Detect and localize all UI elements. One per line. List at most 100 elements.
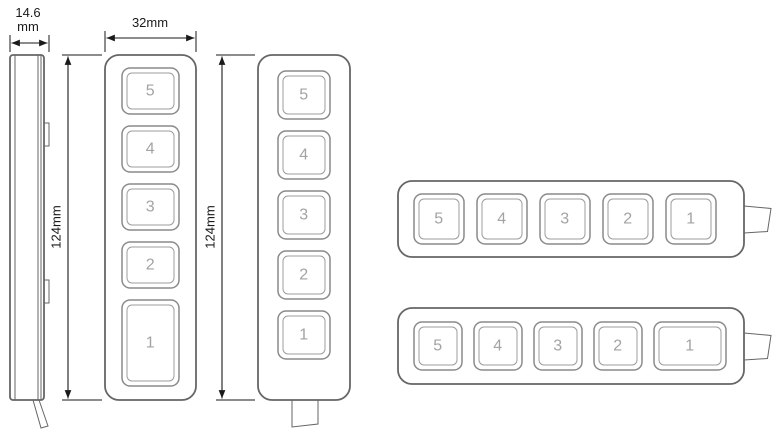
keypad-button-4: 4 (277, 130, 331, 180)
button-outer (277, 130, 331, 180)
button-outer (413, 193, 465, 245)
button-cap (282, 75, 326, 115)
horizontal-view-equal-keys: 5 4 3 2 1 (397, 180, 772, 258)
button-label: 3 (553, 338, 562, 355)
keypad-button-2: 2 (277, 250, 331, 300)
button-outer (277, 310, 331, 360)
cable-stub (743, 205, 772, 234)
button-label: 4 (146, 141, 155, 158)
button-outer (539, 193, 591, 245)
button-label: 2 (146, 257, 155, 274)
button-cap (607, 198, 649, 240)
button-label: 1 (146, 335, 155, 352)
keypad-button-5: 5 (121, 67, 180, 115)
button-label: 1 (299, 327, 308, 344)
button-label: 3 (146, 199, 155, 216)
button-outer (277, 250, 331, 300)
dimension-side-width: 14.6 mm (9, 5, 50, 52)
button-cap (598, 326, 638, 366)
button-label: 2 (299, 267, 308, 284)
button-outer (121, 67, 180, 115)
button-outer (473, 321, 523, 371)
button-label: 3 (560, 211, 569, 228)
button-cap (544, 198, 586, 240)
button-label: 2 (613, 338, 622, 355)
keypad-button-3: 3 (539, 193, 591, 245)
button-label: 5 (299, 87, 308, 104)
button-label: 3 (299, 207, 308, 224)
button-outer (593, 321, 643, 371)
keypad-button-4: 4 (476, 193, 528, 245)
button-cap (282, 135, 326, 175)
button-outer (121, 125, 180, 173)
keypad-button-4: 4 (473, 321, 523, 371)
button-outer (277, 70, 331, 120)
button-label: 5 (433, 338, 442, 355)
keypad-button-3: 3 (533, 321, 583, 371)
dimension-front-width-label: 32mm (132, 15, 168, 30)
keypad-button-5: 5 (277, 70, 331, 120)
keypad-button-5: 5 (413, 321, 463, 371)
keypad-button-2: 2 (602, 193, 654, 245)
dimension-side-width-label-line2: mm (17, 19, 39, 34)
button-cap (670, 198, 712, 240)
button-outer (413, 321, 463, 371)
dimension-height-left: 124mm (49, 54, 102, 401)
dimension-height-right-label: 124mm (203, 205, 218, 248)
button-outer (121, 241, 180, 289)
dimension-height-right: 124mm (203, 54, 255, 401)
device-outline (9, 54, 45, 401)
horizontal-view-wide-key: 5 4 3 2 1 (397, 307, 772, 385)
cable-stub (291, 400, 319, 428)
button-label: 4 (299, 147, 308, 164)
button-cap (282, 315, 326, 355)
button-outer (476, 193, 528, 245)
keypad-button-1: 1 (121, 299, 180, 387)
button-cap (538, 326, 578, 366)
device-outline (397, 307, 745, 385)
keypad-button-2: 2 (121, 241, 180, 289)
button-label: 1 (686, 211, 695, 228)
button-outer (277, 190, 331, 240)
button-cap (282, 255, 326, 295)
front-view-tall-key: 5 4 3 2 1 (104, 54, 197, 401)
keypad-button-3: 3 (277, 190, 331, 240)
button-label: 1 (685, 338, 694, 355)
mount-clip-bottom (43, 279, 50, 304)
button-cap (418, 198, 460, 240)
dimension-side-width-label-line1: 14.6 (15, 5, 40, 20)
device-outline (397, 180, 745, 258)
button-outer (653, 321, 727, 371)
dimension-front-width: 32mm (104, 15, 197, 52)
dimension-height-left-label: 124mm (49, 205, 64, 248)
device-outline (257, 54, 351, 401)
button-cap (126, 304, 175, 382)
button-outer (665, 193, 717, 245)
side-view (9, 54, 50, 429)
button-label: 2 (623, 211, 632, 228)
button-outer (602, 193, 654, 245)
button-cap (658, 326, 722, 366)
button-label: 5 (434, 211, 443, 228)
button-cap (478, 326, 518, 366)
keypad-button-1: 1 (277, 310, 331, 360)
button-cap (126, 188, 175, 226)
cable-stub (32, 399, 49, 429)
button-label: 4 (497, 211, 506, 228)
keypad-button-2: 2 (593, 321, 643, 371)
button-label: 4 (493, 338, 502, 355)
mount-clip-top (43, 122, 50, 147)
button-cap (481, 198, 523, 240)
button-cap (126, 130, 175, 168)
keypad-button-1: 1 (653, 321, 727, 371)
cable-stub (743, 332, 772, 361)
button-cap (282, 195, 326, 235)
button-outer (121, 183, 180, 231)
button-cap (126, 72, 175, 110)
keypad-button-5: 5 (413, 193, 465, 245)
button-outer (533, 321, 583, 371)
front-view-equal-keys: 5 4 3 2 1 (257, 54, 351, 428)
keypad-button-1: 1 (665, 193, 717, 245)
keypad-button-3: 3 (121, 183, 180, 231)
